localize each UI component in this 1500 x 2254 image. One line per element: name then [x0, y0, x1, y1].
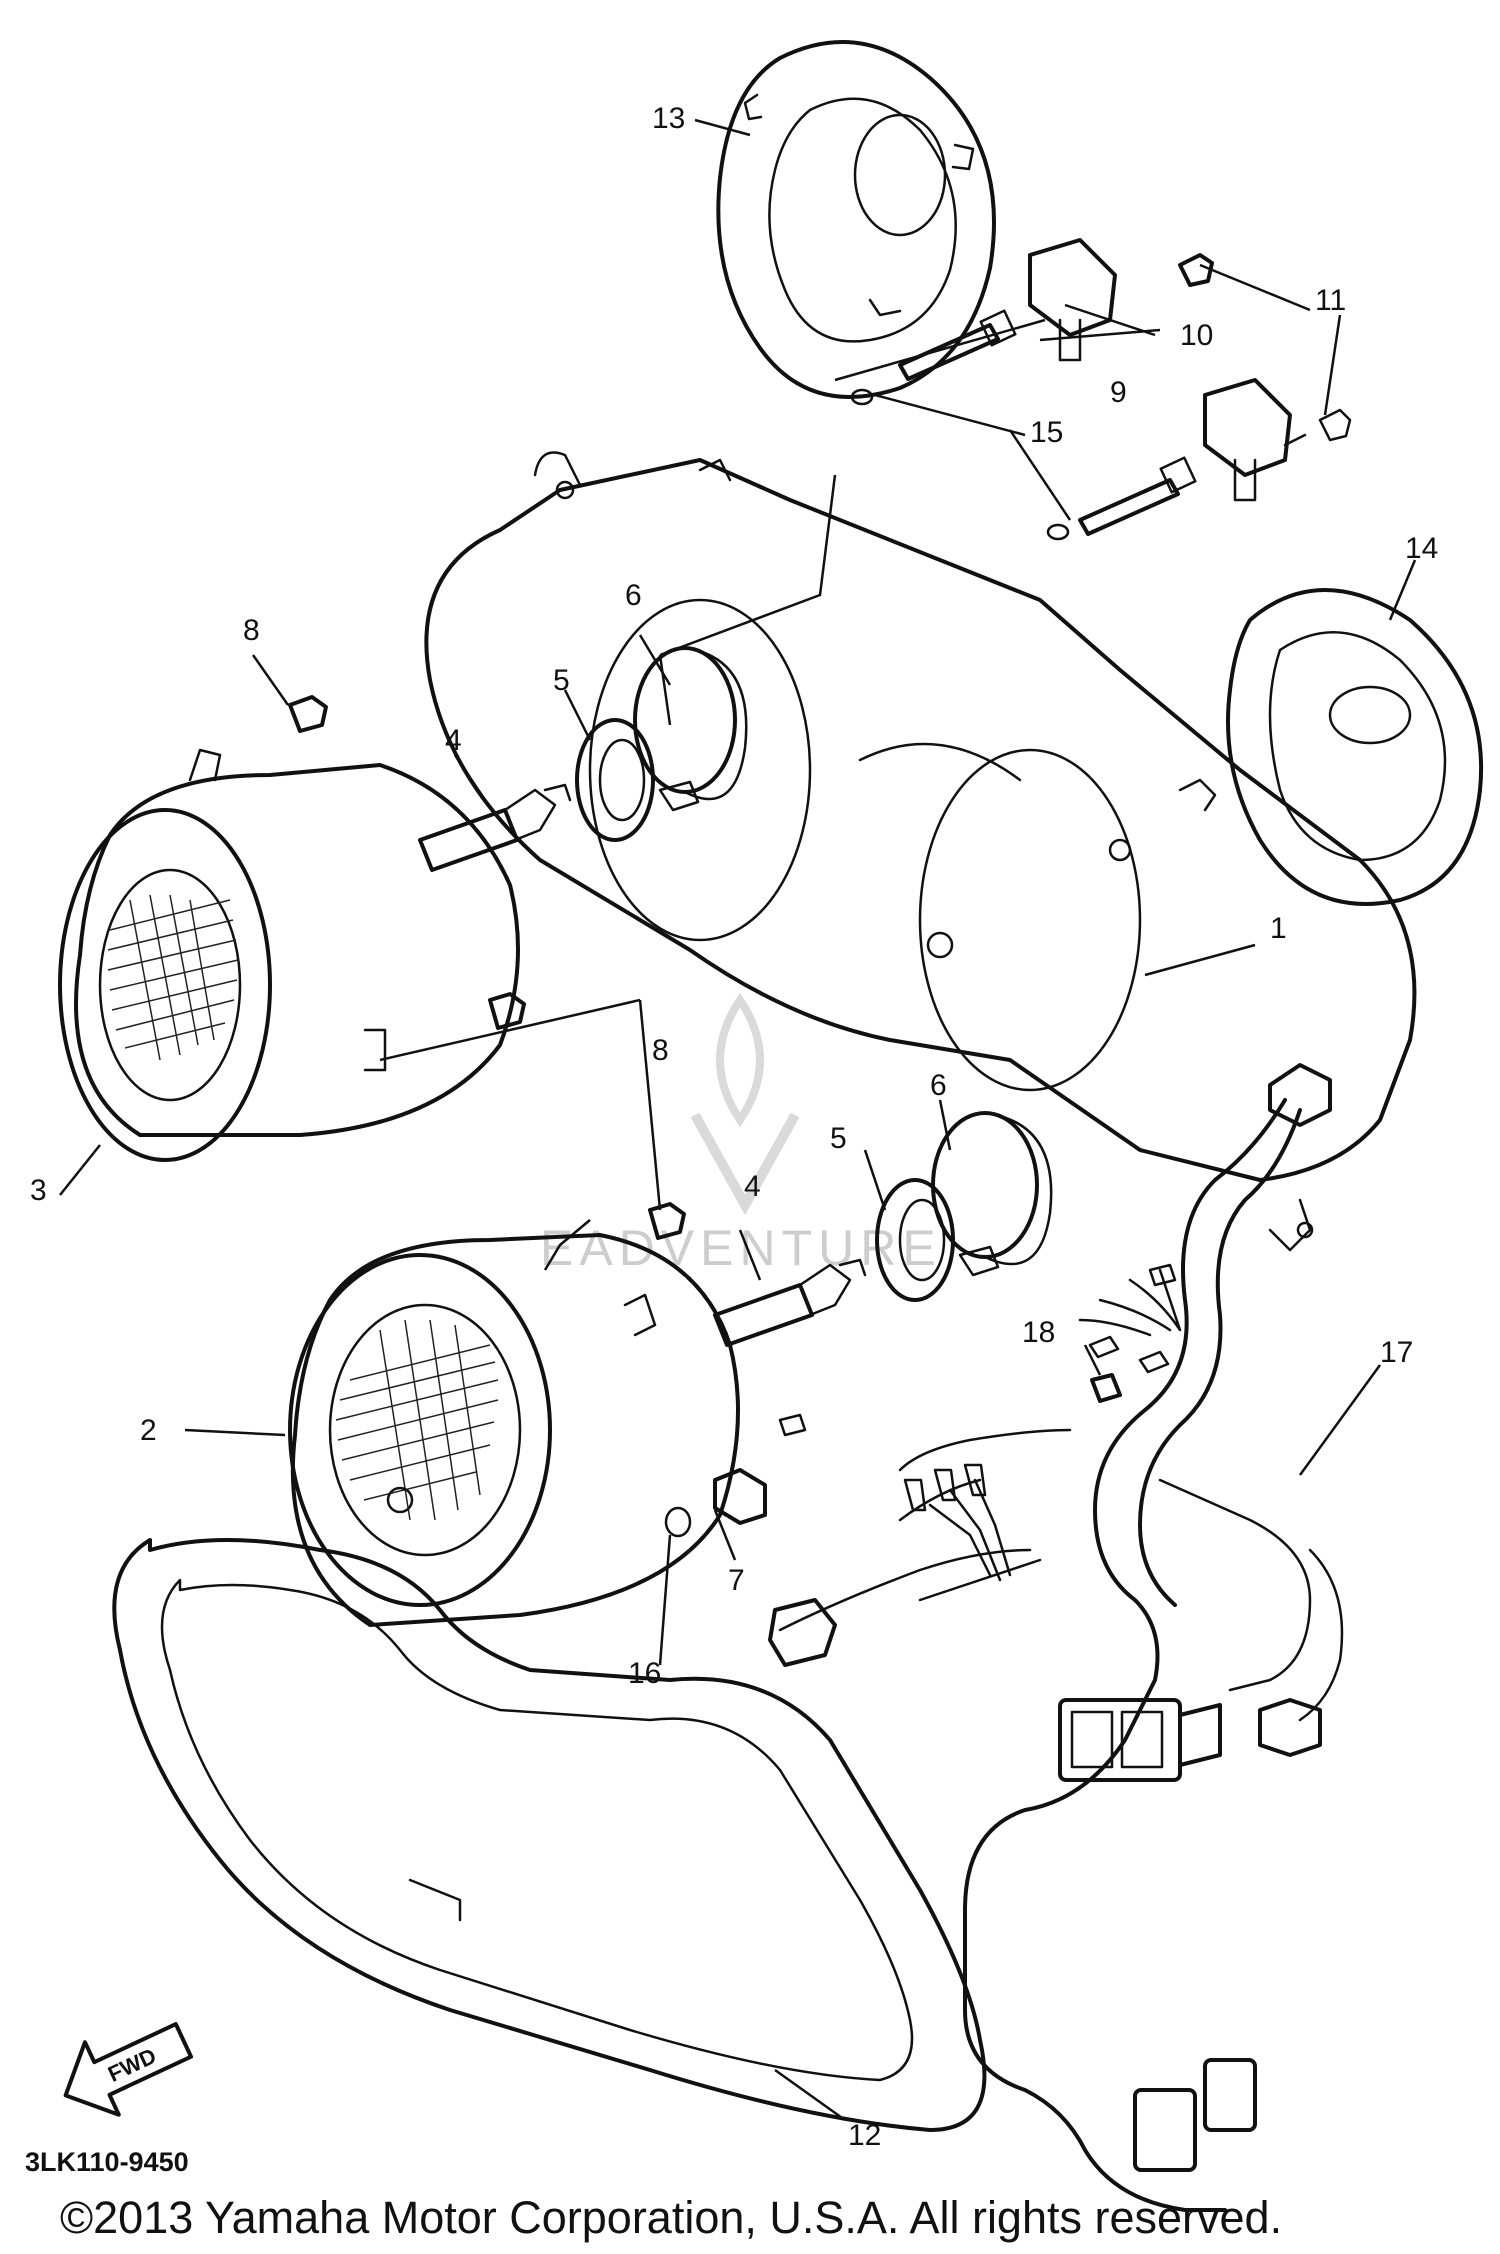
- part-12-bezel: [112, 1538, 987, 2132]
- lens-hatch-2: [335, 1319, 499, 1521]
- callout-14: 14: [1405, 532, 1438, 565]
- part-11-screws: [1178, 253, 1352, 447]
- part-10-brackets: [1028, 238, 1292, 502]
- part-16-washer: [664, 1506, 692, 1538]
- part-15-washers: [850, 388, 1070, 541]
- part-18-terminal: [1090, 1373, 1122, 1403]
- part-3-left-headlight: [58, 748, 520, 1162]
- part-14-right-cover: [1226, 588, 1484, 906]
- callout-6a: 6: [625, 579, 642, 612]
- watermark: EADVENTURE: [540, 992, 942, 1276]
- part-5-6-lower-holders: [875, 1111, 1053, 1302]
- callout-16: 16: [628, 1657, 661, 1690]
- copyright-notice: ©2013 Yamaha Motor Corporation, U.S.A. A…: [60, 2192, 1282, 2243]
- callout-2: 2: [140, 1414, 157, 1447]
- callout-6b: 6: [930, 1069, 947, 1102]
- callout-10: 10: [1180, 319, 1213, 352]
- callout-1: 1: [1270, 912, 1287, 945]
- part-13-rear-cover: [716, 40, 996, 399]
- part-5-6-upper-holders: [575, 646, 748, 842]
- callout-9: 9: [1110, 376, 1127, 409]
- part-9-bolts: [898, 309, 1197, 536]
- callout-12: 12: [848, 2119, 881, 2152]
- callout-11: 11: [1315, 284, 1346, 317]
- harness-connectors: [768, 1063, 1332, 2172]
- callout-18: 18: [1022, 1316, 1055, 1349]
- part-2-front-headlight: [288, 1233, 740, 1627]
- callout-3: 3: [30, 1174, 47, 1207]
- callout-7: 7: [728, 1564, 745, 1597]
- callout-17: 17: [1380, 1336, 1413, 1369]
- diagram-code: 3LK110-9450: [25, 2147, 189, 2177]
- part-7-connector: [713, 1468, 767, 1525]
- callout-4a: 4: [445, 724, 462, 757]
- callout-5a: 5: [553, 664, 570, 697]
- part-17-harness: [768, 1063, 1344, 2212]
- part-1-housing: [424, 451, 1417, 1252]
- callout-13: 13: [652, 102, 685, 135]
- callout-5b: 5: [830, 1122, 847, 1155]
- part-8-nuts: [288, 695, 686, 1240]
- callout-8a: 8: [243, 614, 260, 647]
- callout-labels: 1 2 3 4 4 5 5 6 6 7 8 8 9 10 11 12 13 14…: [30, 102, 1438, 2152]
- watermark-text: EADVENTURE: [540, 1220, 942, 1276]
- part-4-bulbs: [418, 783, 867, 1347]
- leader-lines: [59, 118, 1417, 2122]
- lens-hatch-3: [107, 894, 239, 1061]
- fwd-arrow: FWD: [63, 2022, 194, 2117]
- callout-15: 15: [1030, 416, 1063, 449]
- callout-8b: 8: [652, 1034, 669, 1067]
- callout-4b: 4: [744, 1170, 761, 1203]
